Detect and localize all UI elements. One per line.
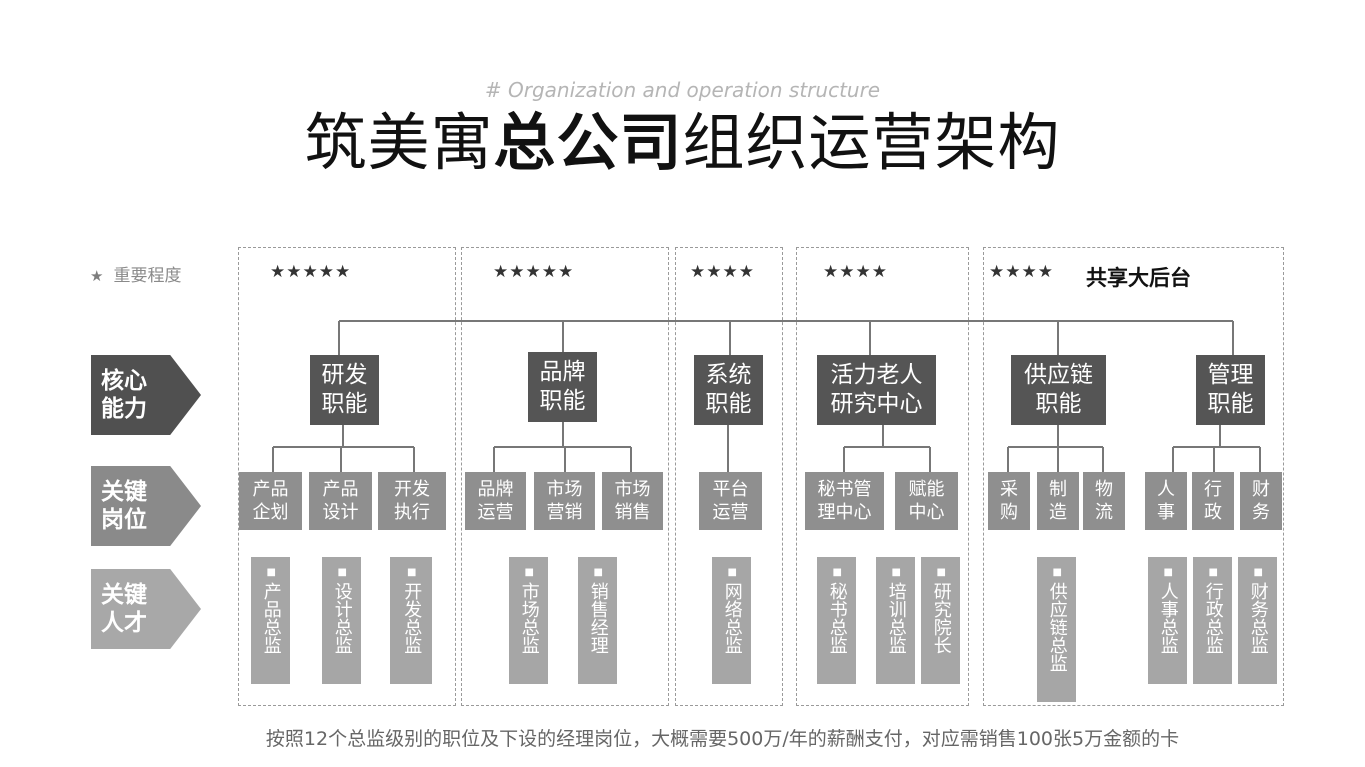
- group-stars: ★★★★: [690, 262, 755, 282]
- talent-label: 设计总监: [331, 582, 353, 654]
- talent-label: 开发总监: [401, 582, 423, 654]
- talent-box: ■ 产品总监: [251, 557, 290, 684]
- position-box: 物 流: [1083, 472, 1125, 530]
- group-box-brand: [461, 247, 669, 706]
- talent-label: 供应链总监: [1046, 582, 1068, 672]
- bullet-square-icon: ■: [1162, 567, 1174, 578]
- talent-box: ■ 财务总监: [1238, 557, 1277, 684]
- title-bold-part: 总公司: [493, 106, 683, 179]
- group-stars: ★★★★: [823, 262, 888, 282]
- group-box-shared-backend: [983, 247, 1284, 706]
- position-box: 平台 运营: [699, 472, 762, 530]
- position-box: 产品 设计: [309, 472, 372, 530]
- talent-label: 产品总监: [260, 582, 282, 654]
- bullet-square-icon: ■: [1207, 567, 1219, 578]
- group-box-rd: [238, 247, 456, 706]
- talent-label: 秘书总监: [826, 582, 848, 654]
- talent-label: 行政总监: [1202, 582, 1224, 654]
- bullet-square-icon: ■: [523, 567, 535, 578]
- bullet-square-icon: ■: [935, 567, 947, 578]
- position-box: 秘书管 理中心: [805, 472, 884, 530]
- position-box: 品牌 运营: [465, 472, 526, 530]
- core-box: 系统 职能: [694, 355, 763, 425]
- core-box: 品牌 职能: [528, 352, 597, 422]
- core-box: 供应链 职能: [1011, 355, 1106, 425]
- core-box: 研发 职能: [310, 355, 379, 425]
- talent-label: 财务总监: [1247, 582, 1269, 654]
- core-box: 管理 职能: [1196, 355, 1265, 425]
- core-box: 活力老人 研究中心: [817, 355, 936, 425]
- talent-label: 研究院长: [930, 582, 952, 654]
- bullet-square-icon: ■: [406, 567, 418, 578]
- position-box: 行 政: [1192, 472, 1234, 530]
- bullet-square-icon: ■: [726, 567, 738, 578]
- position-box: 市场 销售: [602, 472, 663, 530]
- star-icon: ★: [90, 267, 104, 285]
- position-box: 市场 营销: [534, 472, 595, 530]
- shared-platform-label: 共享大后台: [1086, 266, 1191, 290]
- subtitle: # Organization and operation structure: [484, 78, 881, 102]
- bullet-square-icon: ■: [831, 567, 843, 578]
- title-part-2: 组织运营架构: [682, 106, 1061, 179]
- position-box: 开发 执行: [378, 472, 446, 530]
- talent-label: 培训总监: [885, 582, 907, 654]
- talent-box: ■ 网络总监: [712, 557, 751, 684]
- bullet-square-icon: ■: [592, 567, 604, 578]
- talent-box: ■ 秘书总监: [817, 557, 856, 684]
- position-box: 财 务: [1240, 472, 1282, 530]
- group-box-elder: [796, 247, 969, 706]
- talent-box: ■ 销售经理: [578, 557, 617, 684]
- talent-box: ■ 人事总监: [1148, 557, 1187, 684]
- talent-box: ■ 培训总监: [876, 557, 915, 684]
- position-box: 人 事: [1145, 472, 1187, 530]
- bullet-square-icon: ■: [336, 567, 348, 578]
- talent-label: 销售经理: [587, 582, 609, 654]
- legend-label: 重要程度: [113, 266, 182, 286]
- position-box: 赋能 中心: [895, 472, 958, 530]
- talent-label: 人事总监: [1157, 582, 1179, 654]
- talent-box: ■ 设计总监: [322, 557, 361, 684]
- importance-legend: ★ 重要程度: [90, 261, 181, 286]
- talent-box: ■ 研究院长: [921, 557, 960, 684]
- group-stars: ★★★★★: [270, 262, 352, 282]
- talent-label: 市场总监: [518, 582, 540, 654]
- bullet-square-icon: ■: [265, 567, 277, 578]
- bullet-square-icon: ■: [1051, 567, 1063, 578]
- position-box: 制 造: [1037, 472, 1079, 530]
- position-box: 产品 企划: [239, 472, 302, 530]
- bullet-square-icon: ■: [1252, 567, 1264, 578]
- talent-label: 网络总监: [721, 582, 743, 654]
- talent-box: ■ 行政总监: [1193, 557, 1232, 684]
- group-stars: ★★★★★: [493, 262, 575, 282]
- position-box: 采 购: [988, 472, 1030, 530]
- bullet-square-icon: ■: [890, 567, 902, 578]
- group-box-system: [675, 247, 783, 706]
- talent-box: ■ 市场总监: [509, 557, 548, 684]
- talent-box: ■ 开发总监: [390, 557, 432, 684]
- page-title: 筑美寓总公司组织运营架构: [0, 104, 1365, 182]
- title-part-1: 筑美寓: [304, 106, 494, 179]
- footer-note: 按照12个总监级别的职位及下设的经理岗位，大概需要500万/年的薪酬支付，对应需…: [265, 728, 1180, 750]
- talent-box: ■ 供应链总监: [1037, 557, 1076, 702]
- group-stars: ★★★★: [989, 262, 1054, 282]
